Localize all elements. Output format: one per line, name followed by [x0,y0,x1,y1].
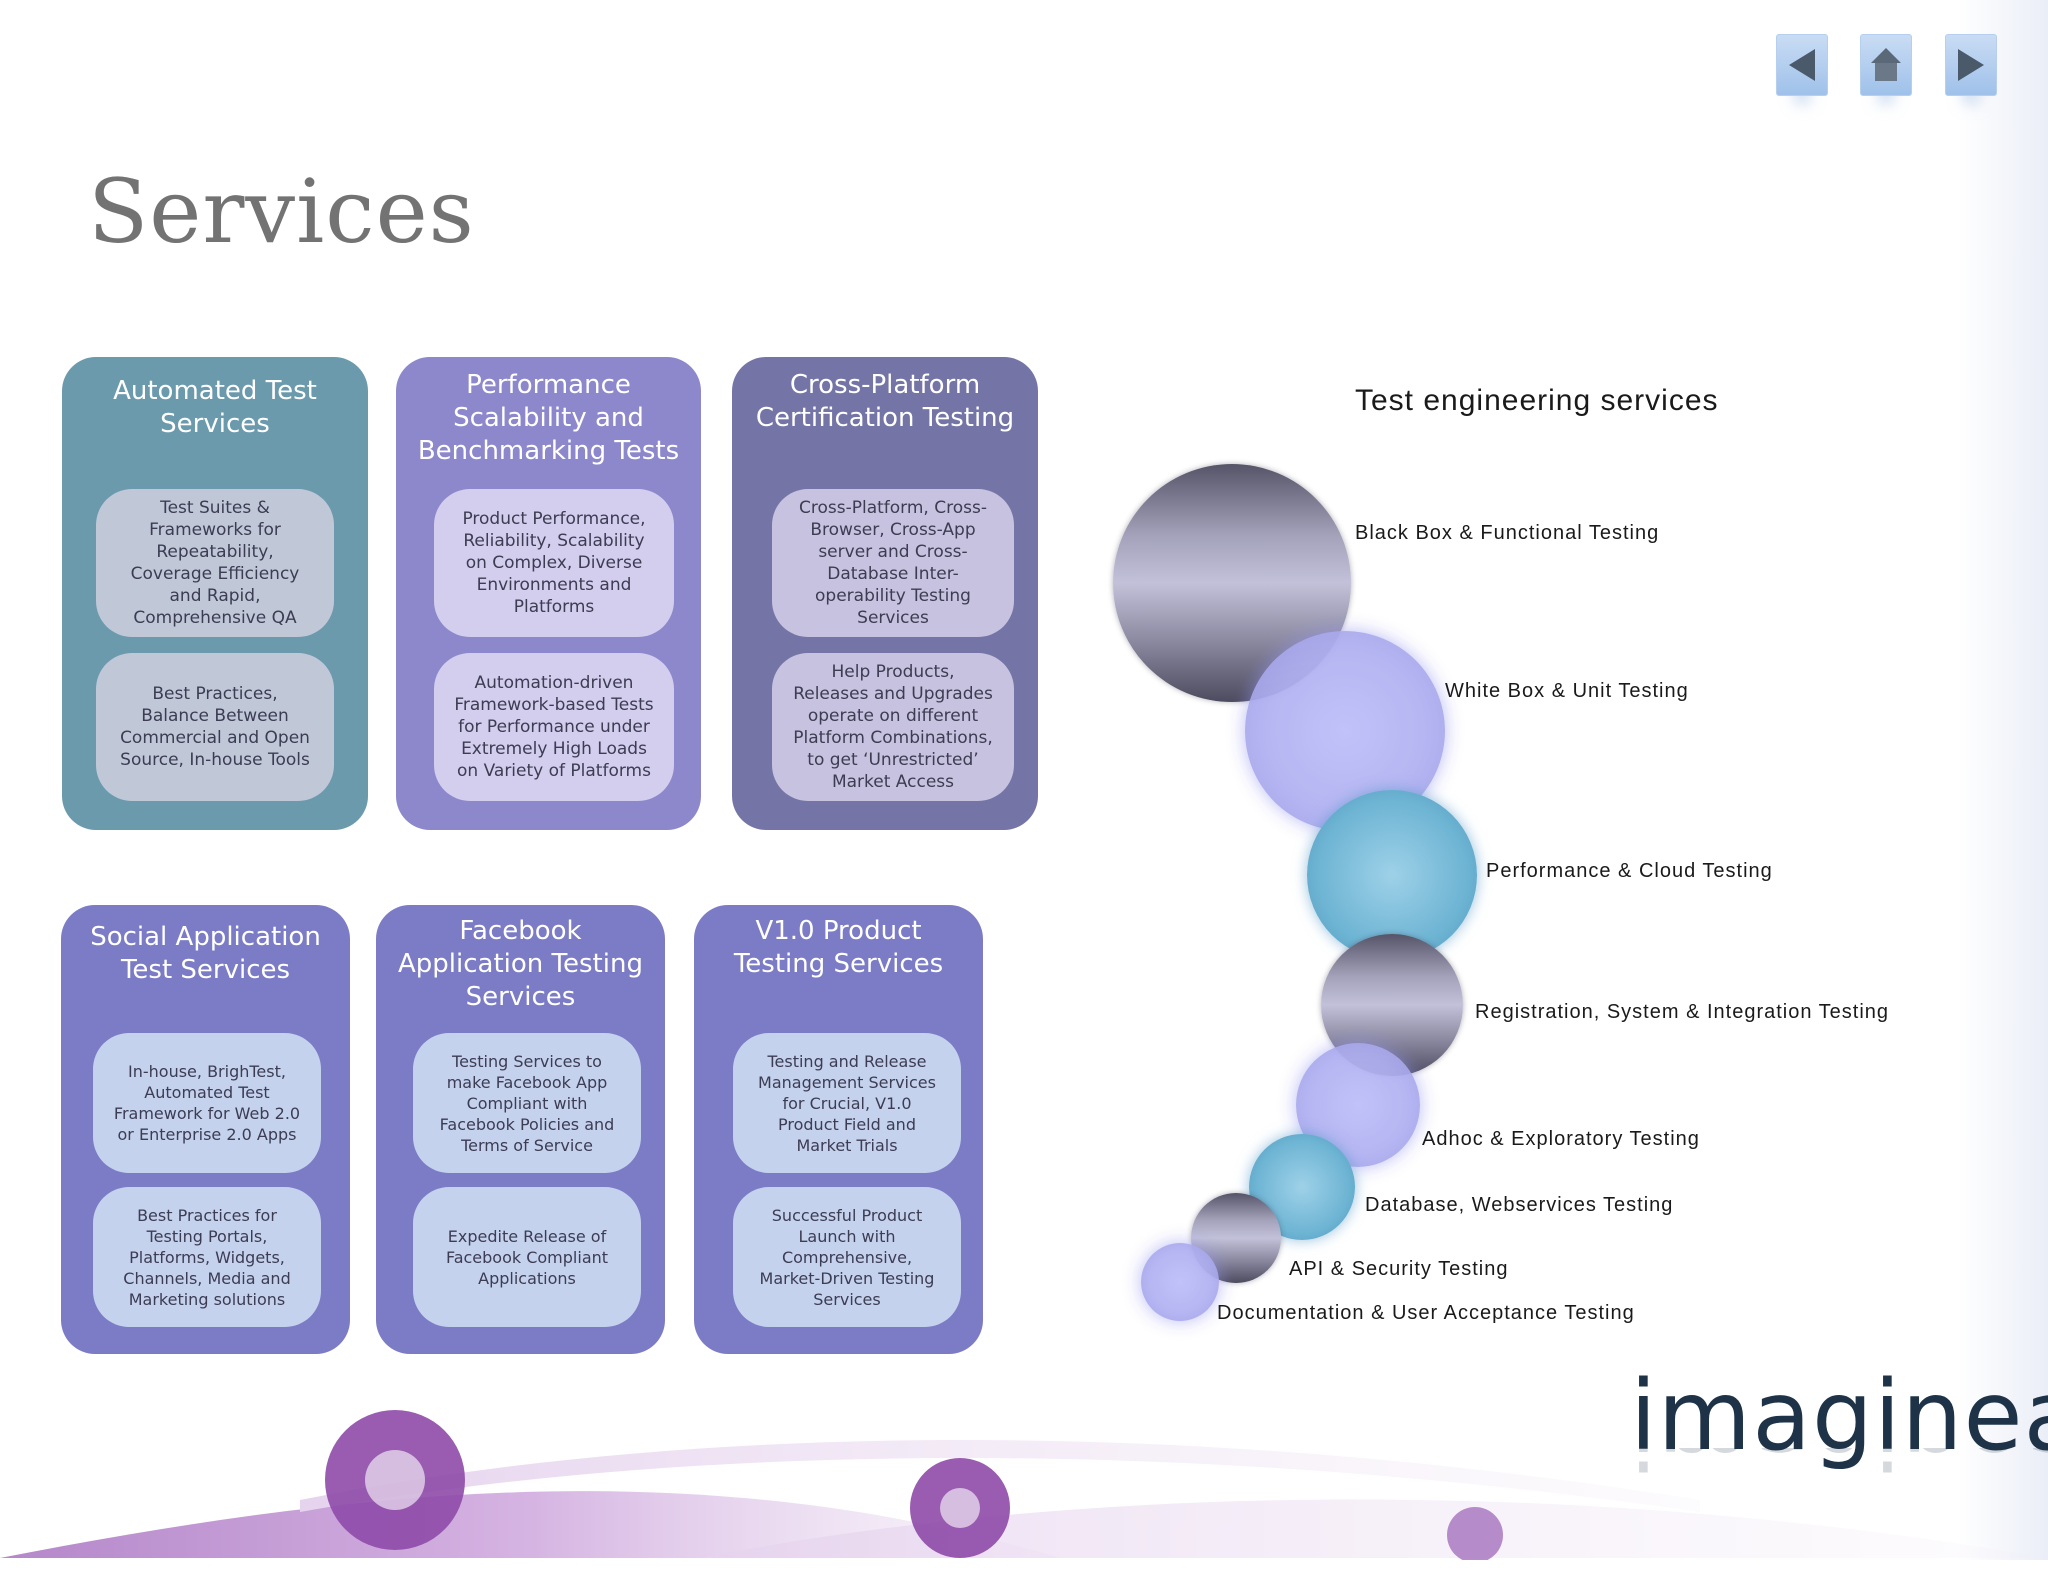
card-item: Best Practices for Testing Portals, Plat… [93,1187,321,1327]
service-card-v1-product: V1.0 Product Testing Services Testing an… [694,905,983,1354]
decorative-wave [0,1410,2048,1560]
card-title: V1.0 Product Testing Services [733,916,944,979]
card-title: Facebook Application Testing Services [398,916,643,1012]
bubble-performance [1307,790,1477,960]
gear-icon [1447,1507,1503,1560]
background-fade [1958,0,2048,1560]
bubble-label: API & Security Testing [1289,1258,1509,1280]
bubble-label: Registration, System & Integration Testi… [1475,1001,1890,1023]
card-item: In-house, BrighTest, Automated Test Fram… [93,1033,321,1173]
card-title: Automated Test Services [113,376,317,439]
card-item: Help Products, Releases and Upgrades ope… [772,653,1014,801]
card-item: Best Practices, Balance Between Commerci… [96,653,334,801]
service-card-automated: Automated Test Services Test Suites & Fr… [62,357,368,830]
bubble-label: Performance & Cloud Testing [1486,860,1773,882]
card-item: Testing Services to make Facebook App Co… [413,1033,641,1173]
service-card-social: Social Application Test Services In-hous… [61,905,350,1354]
page-title: Services [88,160,475,263]
bubble-label: White Box & Unit Testing [1445,680,1689,702]
card-item: Test Suites & Frameworks for Repeatabili… [96,489,334,637]
card-item: Successful Product Launch with Comprehen… [733,1187,961,1327]
service-card-cross-platform: Cross-Platform Certification Testing Cro… [732,357,1038,830]
home-icon [1871,48,1901,81]
bubble-label: Black Box & Functional Testing [1355,522,1660,544]
home-button[interactable] [1860,34,1912,96]
service-card-performance: Performance Scalability and Benchmarking… [396,357,701,830]
service-card-facebook: Facebook Application Testing Services Te… [376,905,665,1354]
card-title: Performance Scalability and Benchmarking… [417,370,680,466]
diagram-title: Test engineering services [1355,384,1719,417]
card-item: Cross-Platform, Cross-Browser, Cross-App… [772,489,1014,637]
next-slide-button[interactable] [1945,34,1997,96]
card-title: Cross-Platform Certification Testing [755,370,1015,433]
logo-reflection: imaginea [1630,1448,2048,1488]
triangle-right-icon [1958,49,1984,81]
previous-slide-button[interactable] [1776,34,1828,96]
triangle-left-icon [1789,49,1815,81]
card-item: Product Performance, Reliability, Scalab… [434,489,674,637]
card-item: Expedite Release of Facebook Compliant A… [413,1187,641,1327]
card-item: Testing and Release Management Services … [733,1033,961,1173]
card-title: Social Application Test Services [90,922,321,985]
bubble-label: Documentation & User Acceptance Testing [1217,1302,1635,1324]
imaginea-logo: imaginea [1630,1360,2048,1472]
card-item: Automation-driven Framework-based Tests … [434,653,674,801]
bubble-label: Database, Webservices Testing [1365,1194,1674,1216]
bubble-label: Adhoc & Exploratory Testing [1422,1128,1700,1150]
bubble-documentation [1141,1243,1219,1321]
